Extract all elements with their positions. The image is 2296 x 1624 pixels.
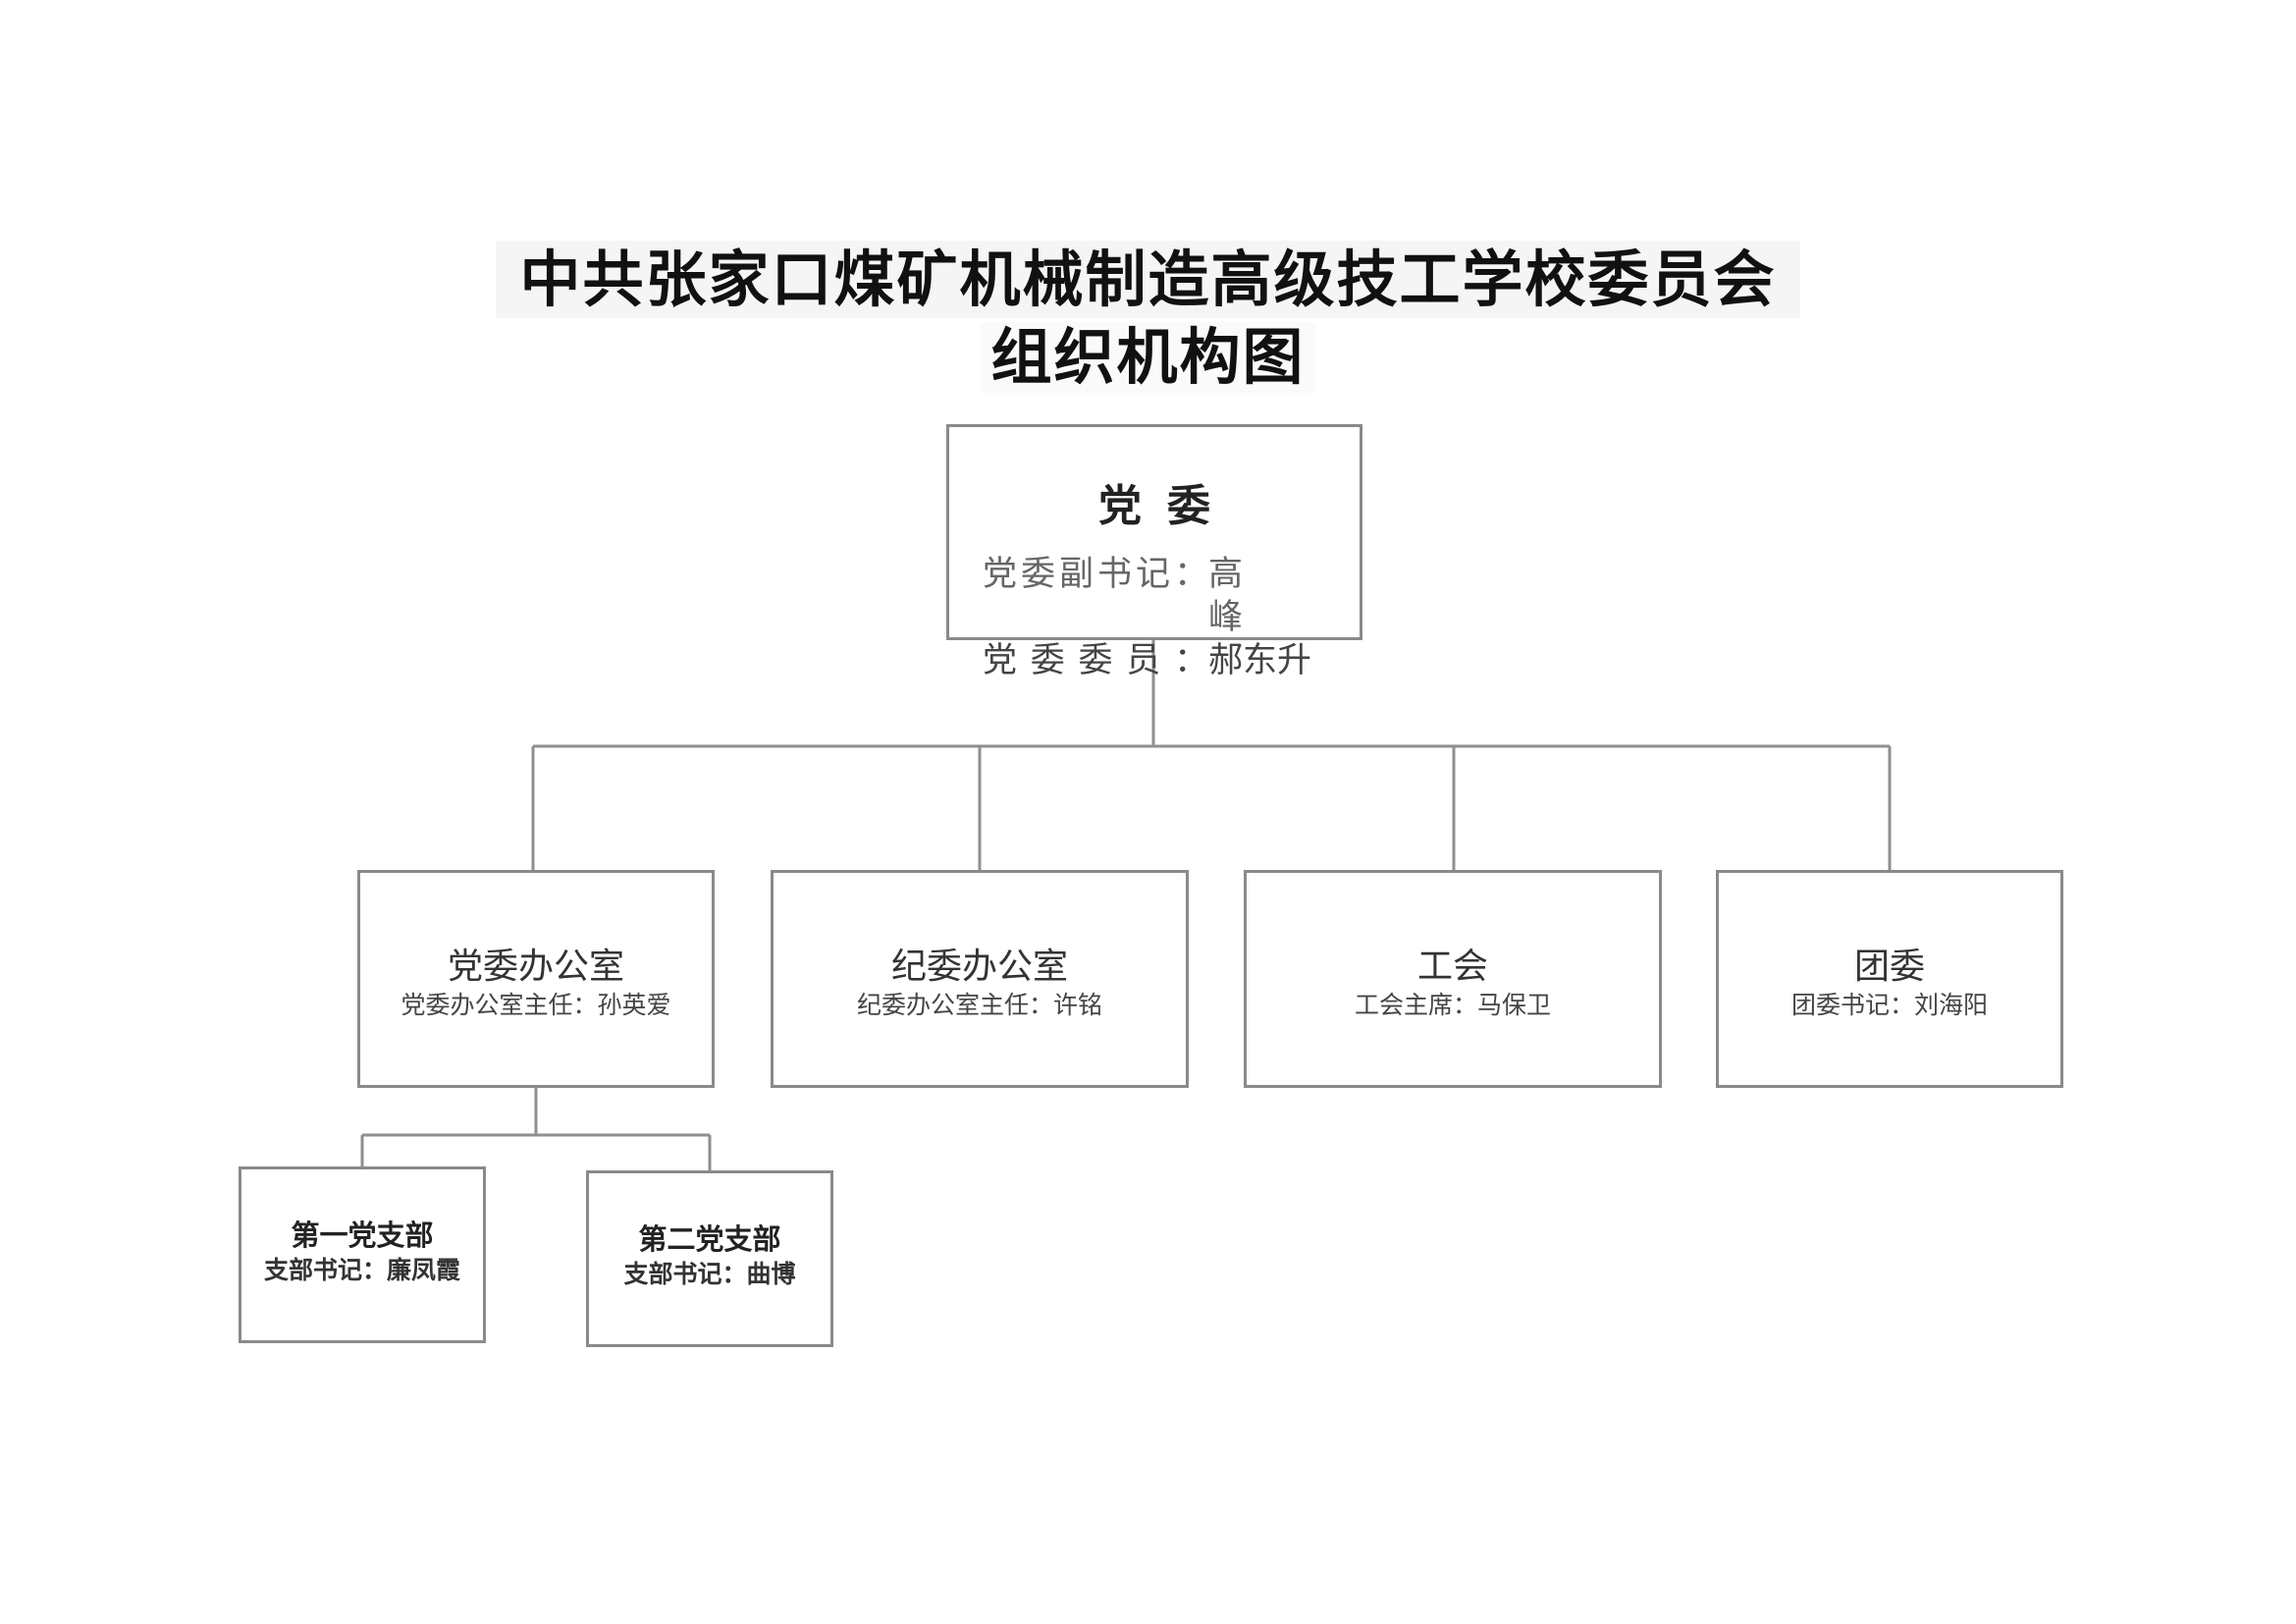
node-info: 党委办公室主任：孙英爱 — [400, 991, 671, 1019]
diagram-title: 中共张家口煤矿机械制造高级技工学校委员会 组织机构图 — [0, 241, 2296, 393]
party-committee-node: 党委 党委副书记： 高峰 党委委员： 郝东升 — [946, 424, 1362, 680]
youth-league-node: 团委 团委书记：刘海阳 — [1716, 870, 2063, 1088]
node-info: 支部书记：曲博 — [623, 1260, 796, 1288]
member-name: 高峰 — [1208, 555, 1274, 637]
first-party-branch-node: 第一党支部 支部书记：廉凤霞 — [239, 1166, 486, 1343]
node-name: 党委办公室 — [447, 947, 624, 987]
title-line-2: 组织机构图 — [981, 322, 1315, 393]
node-name: 党委 — [1098, 481, 1236, 531]
node-name: 第一党支部 — [291, 1218, 434, 1252]
node-member-row: 党委副书记： 高峰 — [983, 553, 1326, 639]
node-info: 纪委办公室主任：许铭 — [856, 991, 1102, 1019]
member-role: 党委副书记： — [983, 555, 1208, 594]
title-line-1: 中共张家口煤矿机械制造高级技工学校委员会 — [496, 241, 1800, 319]
node-name: 纪委办公室 — [890, 947, 1068, 987]
node-name: 团委 — [1853, 947, 1925, 987]
discipline-office-node: 纪委办公室 纪委办公室主任：许铭 — [771, 870, 1189, 1088]
node-info: 工会主席：马保卫 — [1354, 991, 1551, 1019]
second-party-branch-node: 第二党支部 支部书记：曲博 — [586, 1170, 833, 1347]
node-name: 工会 — [1416, 947, 1488, 987]
member-role: 党委委员： — [983, 641, 1208, 680]
node-member-row: 党委委员： 郝东升 — [983, 639, 1326, 682]
member-name: 郝东升 — [1208, 641, 1312, 680]
node-info: 团委书记：刘海阳 — [1790, 991, 1988, 1019]
party-office-node: 党委办公室 党委办公室主任：孙英爱 — [357, 870, 715, 1088]
trade-union-node: 工会 工会主席：马保卫 — [1244, 870, 1662, 1088]
node-name: 第二党支部 — [638, 1222, 781, 1256]
node-info: 支部书记：廉凤霞 — [263, 1256, 460, 1284]
